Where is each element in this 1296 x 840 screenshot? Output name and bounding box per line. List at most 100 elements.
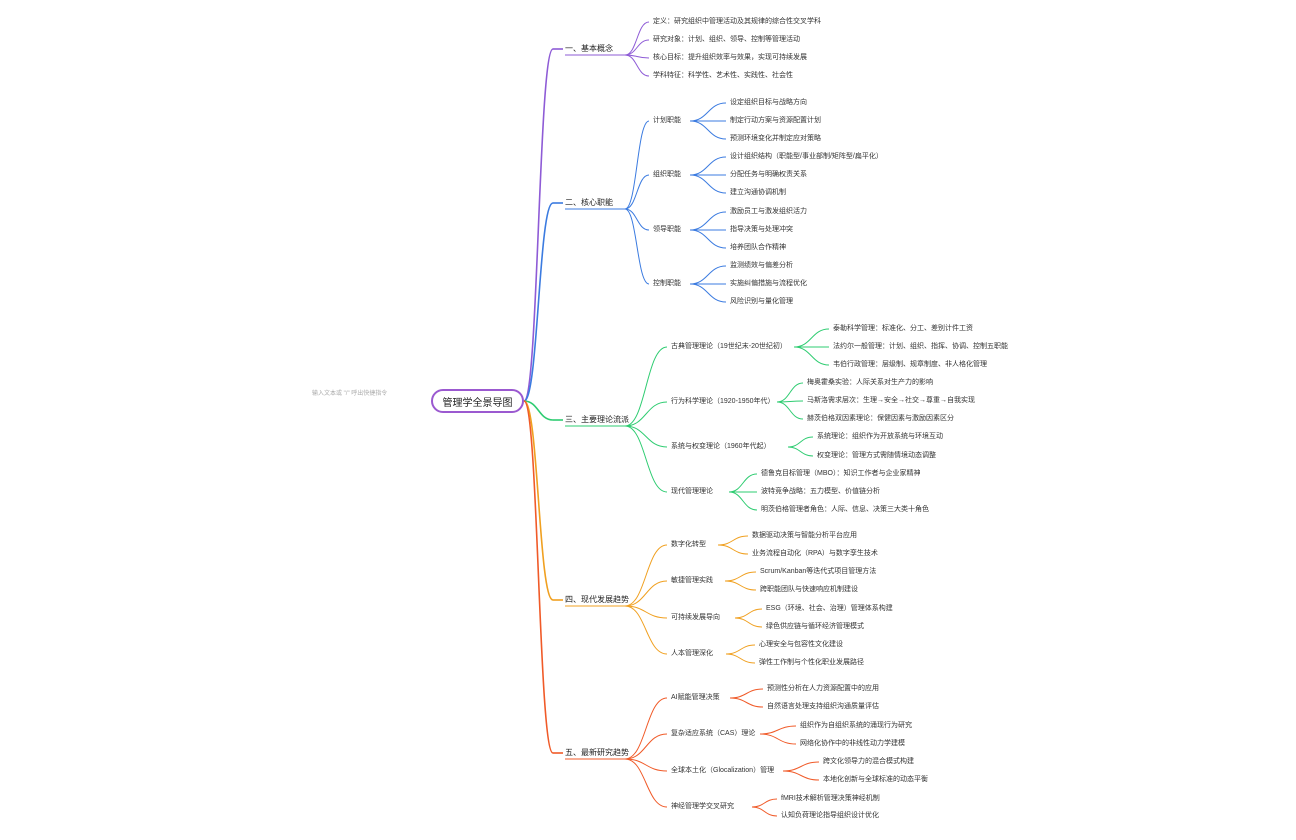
leaf-connector — [751, 798, 778, 808]
leaf-label[interactable]: 风险识别与量化管理 — [730, 298, 793, 305]
topic-label[interactable]: 复杂适应系统（CAS）理论 — [671, 730, 756, 737]
topic-label[interactable]: 神经管理学交叉研究 — [671, 803, 734, 810]
leaf-connector — [689, 265, 727, 285]
leaf-label[interactable]: 业务流程自动化（RPA）与数字孪生技术 — [752, 550, 878, 557]
topic-label[interactable]: AI赋能管理决策 — [671, 694, 720, 701]
leaf-label[interactable]: 韦伯行政管理：层级制、规章制度、非人格化管理 — [833, 361, 987, 368]
child-connector — [624, 120, 650, 210]
leaf-connector — [689, 156, 727, 176]
leaf-label[interactable]: 明茨伯格管理者角色：人际、信息、决策三大类十角色 — [761, 506, 929, 513]
child-connector — [624, 605, 668, 619]
leaf-connector — [782, 761, 820, 772]
branch-label[interactable]: 四、现代发展趋势 — [565, 595, 629, 604]
topic-label[interactable]: 计划职能 — [653, 117, 681, 124]
root-node[interactable]: 管理学全景导图 — [431, 389, 524, 413]
leaf-label[interactable]: 分配任务与明确权责关系 — [730, 171, 807, 178]
leaf-label[interactable]: 跨职能团队与快速响应机制建设 — [760, 586, 858, 593]
leaf-label[interactable]: 马斯洛需求层次：生理→安全→社交→尊重→自我实现 — [807, 397, 975, 404]
leaf-label[interactable]: 监测绩效与偏差分析 — [730, 262, 793, 269]
child-connector — [624, 54, 650, 77]
leaf-connector — [782, 770, 820, 781]
root-label: 管理学全景导图 — [442, 397, 513, 409]
topic-label[interactable]: 组织职能 — [653, 171, 681, 178]
topic-label[interactable]: 数字化转型 — [671, 541, 706, 548]
branch-connector — [523, 400, 554, 421]
child-connector — [624, 580, 668, 607]
branch-label[interactable]: 五、最新研究趋势 — [565, 748, 629, 757]
leaf-connector — [787, 446, 814, 457]
leaf-label[interactable]: Scrum/Kanban等迭代式项目管理方法 — [760, 568, 877, 575]
leaf-label[interactable]: 实施纠偏措施与流程优化 — [730, 280, 807, 287]
topic-label[interactable]: 领导职能 — [653, 226, 681, 233]
branch-connector — [523, 48, 554, 402]
leaf-label[interactable]: 梅奥霍桑实验：人际关系对生产力的影响 — [807, 379, 933, 386]
leaf-connector — [734, 617, 763, 628]
leaf-label[interactable]: 心理安全与包容性文化建设 — [759, 641, 843, 648]
leaf-label[interactable]: 认知负荷理论指导组织设计优化 — [781, 812, 879, 819]
leaf-connector — [751, 806, 778, 817]
topic-label[interactable]: 人本管理深化 — [671, 650, 713, 657]
topic-label[interactable]: 全球本土化（Glocalization）管理 — [671, 767, 775, 774]
leaf-connector — [689, 229, 727, 249]
leaf-label[interactable]: 本地化创新与全球标准的动态平衡 — [823, 776, 928, 783]
topic-label[interactable]: 定义：研究组织中管理活动及其规律的综合性交叉学科 — [653, 18, 821, 25]
topic-label[interactable]: 行为科学理论（1920-1950年代） — [671, 398, 775, 405]
child-connector — [624, 21, 650, 56]
leaf-connector — [689, 120, 727, 140]
leaf-label[interactable]: 权变理论：管理方式需随情境动态调整 — [817, 452, 936, 459]
branch-label[interactable]: 二、核心职能 — [565, 198, 613, 207]
leaf-connector — [724, 580, 757, 591]
leaf-connector — [728, 473, 758, 493]
child-connector — [624, 39, 650, 56]
branch-connector — [523, 400, 554, 601]
leaf-label[interactable]: 泰勒科学管理：标准化、分工、差别计件工资 — [833, 325, 973, 332]
leaf-connector — [776, 382, 804, 403]
topic-label[interactable]: 核心目标：提升组织效率与效果，实现可持续发展 — [653, 54, 807, 61]
leaf-connector — [793, 346, 830, 366]
branch-connector — [523, 202, 554, 402]
child-connector — [624, 208, 650, 231]
leaf-connector — [689, 102, 727, 122]
leaf-connector — [725, 644, 756, 655]
leaf-label[interactable]: 激励员工与激发组织活力 — [730, 208, 807, 215]
leaf-label[interactable]: 跨文化领导力的混合模式构建 — [823, 758, 914, 765]
child-connector — [624, 758, 668, 772]
leaf-label[interactable]: ESG（环境、社会、治理）管理体系构建 — [766, 605, 893, 612]
leaf-label[interactable]: 指导决策与处理冲突 — [730, 226, 793, 233]
leaf-label[interactable]: 设定组织目标与战略方向 — [730, 99, 807, 106]
child-connector — [624, 208, 650, 285]
topic-label[interactable]: 研究对象：计划、组织、领导、控制等管理活动 — [653, 36, 800, 43]
leaf-label[interactable]: 培养团队合作精神 — [730, 244, 786, 251]
topic-label[interactable]: 古典管理理论（19世纪末-20世纪初） — [671, 343, 787, 350]
leaf-label[interactable]: 波特竞争战略：五力模型、价值链分析 — [761, 488, 880, 495]
topic-label[interactable]: 学科特征：科学性、艺术性、实践性、社会性 — [653, 72, 793, 79]
topic-label[interactable]: 可持续发展导向 — [671, 614, 720, 621]
topic-label[interactable]: 敏捷管理实践 — [671, 577, 713, 584]
leaf-connector — [759, 725, 797, 735]
leaf-label[interactable]: 自然语言处理支持组织沟通质量评估 — [767, 703, 879, 710]
editor-hint: 输入文本或 "/" 呼出快捷指令 — [312, 391, 388, 397]
leaf-label[interactable]: fMRI技术解析管理决策神经机制 — [781, 795, 880, 802]
leaf-label[interactable]: 弹性工作制与个性化职业发展路径 — [759, 659, 864, 666]
leaf-label[interactable]: 数据驱动决策与智能分析平台应用 — [752, 532, 857, 539]
leaf-label[interactable]: 制定行动方案与资源配置计划 — [730, 117, 821, 124]
leaf-label[interactable]: 预测性分析在人力资源配置中的应用 — [767, 685, 879, 692]
leaf-label[interactable]: 建立沟通协调机制 — [730, 189, 786, 196]
branch-label[interactable]: 三、主要理论流派 — [565, 415, 629, 424]
leaf-label[interactable]: 德鲁克目标管理（MBO）：知识工作者与企业家精神 — [761, 470, 921, 477]
leaf-connector — [734, 608, 763, 619]
leaf-label[interactable]: 预测环境变化并制定应对策略 — [730, 135, 821, 142]
leaf-label[interactable]: 赫茨伯格双因素理论：保健因素与激励因素区分 — [807, 415, 954, 422]
topic-label[interactable]: 系统与权变理论（1960年代起） — [671, 443, 771, 450]
leaf-connector — [725, 653, 756, 664]
leaf-label[interactable]: 系统理论：组织作为开放系统与环境互动 — [817, 433, 943, 440]
leaf-label[interactable]: 绿色供应链与循环经济管理模式 — [766, 623, 864, 630]
topic-label[interactable]: 现代管理理论 — [671, 488, 713, 495]
leaf-label[interactable]: 设计组织结构（职能型/事业部制/矩阵型/扁平化） — [730, 153, 883, 160]
branch-label[interactable]: 一、基本概念 — [565, 44, 613, 53]
leaf-label[interactable]: 组织作为自组织系统的涌现行为研究 — [800, 722, 912, 729]
leaf-label[interactable]: 法约尔一般管理：计划、组织、指挥、协调、控制五职能 — [833, 343, 1008, 350]
leaf-connector — [728, 491, 758, 511]
leaf-label[interactable]: 网络化协作中的非线性动力学建模 — [800, 740, 905, 747]
topic-label[interactable]: 控制职能 — [653, 280, 681, 287]
